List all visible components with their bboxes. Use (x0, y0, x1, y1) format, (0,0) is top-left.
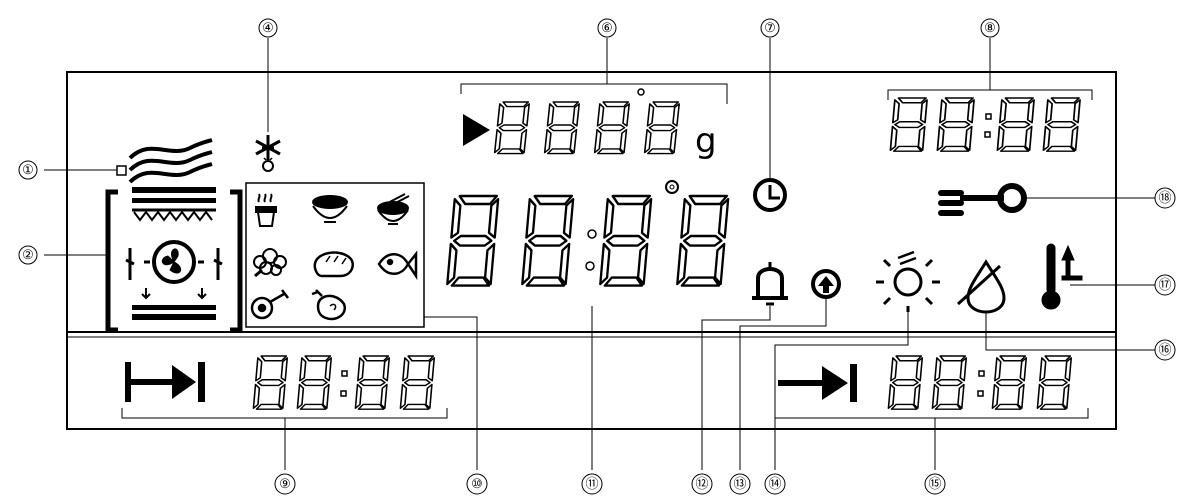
lamp-icon (876, 250, 940, 312)
callout-9: ⑨ (274, 473, 296, 495)
callout-15: ⑮ (924, 473, 946, 495)
svg-text:⑰: ⑰ (1158, 278, 1171, 293)
steam-icon (116, 138, 213, 184)
water-drop-icon (956, 259, 1006, 314)
noodles-icon (377, 193, 410, 225)
start-digit (399, 355, 436, 410)
bowl-icon (312, 195, 348, 223)
svg-text:⑨: ⑨ (279, 477, 291, 492)
svg-text:⑪: ⑪ (585, 477, 598, 492)
callout-12: ⑫ (691, 473, 713, 495)
callout-1: ① (18, 160, 38, 180)
bell-icon (752, 262, 788, 306)
clock-digit (936, 97, 976, 153)
weight-digit (593, 101, 631, 155)
main-digit (445, 194, 500, 287)
bread-icon (313, 251, 354, 278)
broccoli-icon (253, 248, 287, 278)
thermometer-up-icon (1041, 243, 1083, 310)
start-arrow-icon (125, 362, 205, 402)
degree-small-icon (637, 88, 645, 96)
defrost-icon (255, 135, 281, 172)
end-time-display (774, 355, 1089, 419)
svg-text:⑦: ⑦ (764, 21, 776, 36)
callout-17: ⑰ (1154, 274, 1176, 296)
svg-text:②: ② (22, 248, 34, 263)
callout-11: ⑪ (581, 473, 603, 495)
callout-7: ⑦ (760, 18, 780, 38)
clock-icon (753, 178, 787, 212)
main-digit (675, 194, 730, 287)
callout-16: ⑯ (1154, 339, 1176, 361)
callout-14: ⑭ (764, 473, 786, 495)
main-time-display (445, 180, 730, 287)
start-digit (354, 355, 391, 410)
callout-4: ④ (258, 18, 278, 38)
callout-10: ⑩ (466, 473, 488, 495)
fish-icon (377, 250, 418, 281)
soup-icon (255, 193, 277, 227)
svg-text:⑥: ⑥ (601, 21, 613, 36)
play-arrow-icon (463, 114, 490, 146)
colon-dot (585, 261, 595, 271)
clock-digit (1042, 97, 1082, 153)
end-digit (887, 355, 924, 410)
weight-digit (643, 101, 681, 155)
end-arrow-icon (778, 364, 857, 402)
svg-text:⑯: ⑯ (1158, 343, 1171, 358)
main-digit (520, 194, 575, 287)
colon-dot (587, 229, 597, 239)
up-arrow-icon (811, 269, 841, 299)
start-delay-display (121, 355, 448, 419)
chicken-icon (311, 289, 347, 321)
end-digit (991, 355, 1028, 410)
svg-text:④: ④ (262, 21, 274, 36)
start-digit (252, 355, 289, 410)
fan-oven-icon (105, 187, 243, 333)
svg-text:⑭: ⑭ (768, 477, 781, 492)
weight-display: g (460, 38, 728, 161)
main-digit (598, 194, 653, 287)
callout-13: ⑬ (729, 473, 751, 495)
food-program-panel (245, 182, 425, 328)
clock-display (887, 38, 1093, 153)
degree-icon (665, 180, 679, 194)
svg-text:⑬: ⑬ (733, 477, 746, 492)
key-lock-icon (938, 183, 1027, 216)
svg-text:①: ① (22, 163, 34, 178)
svg-text:⑱: ⑱ (1158, 191, 1171, 206)
start-digit (296, 355, 333, 410)
end-digit (931, 355, 968, 410)
svg-text:⑮: ⑮ (928, 477, 941, 492)
callout-18: ⑱ (1154, 187, 1176, 209)
svg-text:⑫: ⑫ (695, 477, 708, 492)
weight-digit (493, 101, 531, 155)
clock-digit (996, 97, 1036, 153)
weight-digit (543, 101, 581, 155)
callout-2: ② (18, 245, 38, 265)
callout-8: ⑧ (980, 18, 1000, 38)
meat-leg-icon (250, 289, 289, 320)
clock-digit (889, 97, 929, 153)
weight-unit: g (695, 121, 717, 161)
svg-text:⑧: ⑧ (984, 21, 996, 36)
callout-6: ⑥ (597, 18, 617, 38)
end-digit (1036, 355, 1073, 410)
svg-text:⑩: ⑩ (471, 477, 483, 492)
